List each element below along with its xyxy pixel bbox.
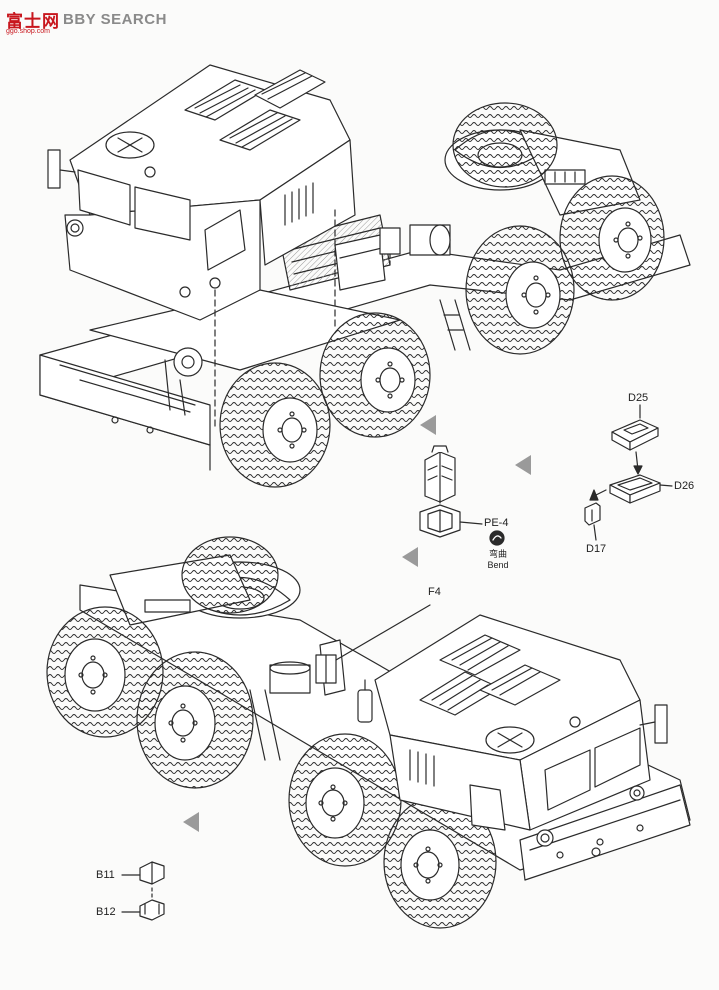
bottom-wheel-rear-2 (46, 606, 164, 738)
bend-label-chinese: 弯曲 (488, 549, 507, 559)
callout-b11: B11 (96, 869, 115, 881)
watermark-logo: 富士网 (6, 11, 60, 31)
jerrycan-detail (419, 445, 483, 538)
watermark-text: BBY SEARCH (63, 10, 167, 28)
top-wheel-rear-3 (465, 225, 575, 355)
top-wheel-rear-2 (559, 175, 665, 301)
callout-b12: B12 (96, 906, 116, 918)
bend-icon (489, 530, 505, 546)
b-parts-detail (121, 861, 165, 921)
top-vehicle (39, 64, 691, 488)
top-cab (47, 64, 356, 431)
bend-label-english: Bend (487, 560, 509, 570)
bend-label: 弯曲 Bend (480, 549, 516, 571)
callout-pe4: PE-4 (484, 517, 509, 529)
bottom-cab (315, 604, 668, 857)
callout-d17: D17 (586, 543, 607, 555)
callout-d26: D26 (674, 480, 695, 492)
bottom-wheel-rear-3 (136, 651, 254, 789)
callout-d25: D25 (628, 392, 649, 404)
bottom-wheel-rear-1 (181, 536, 279, 614)
top-wheel-front-1 (319, 312, 431, 438)
top-jerrycan (379, 227, 401, 255)
bottom-vehicle (46, 536, 691, 929)
top-wheel-rear-1 (452, 102, 558, 188)
callout-f4: F4 (428, 586, 441, 598)
top-wheel-front-2 (219, 362, 331, 488)
direction-arrows (183, 415, 531, 832)
watermark-url: ggo.shop.com (6, 28, 50, 35)
watermark: 富士网 BBY SEARCH (6, 4, 167, 34)
bottom-wheel-front-1 (288, 733, 402, 867)
seat-detail (584, 404, 673, 541)
